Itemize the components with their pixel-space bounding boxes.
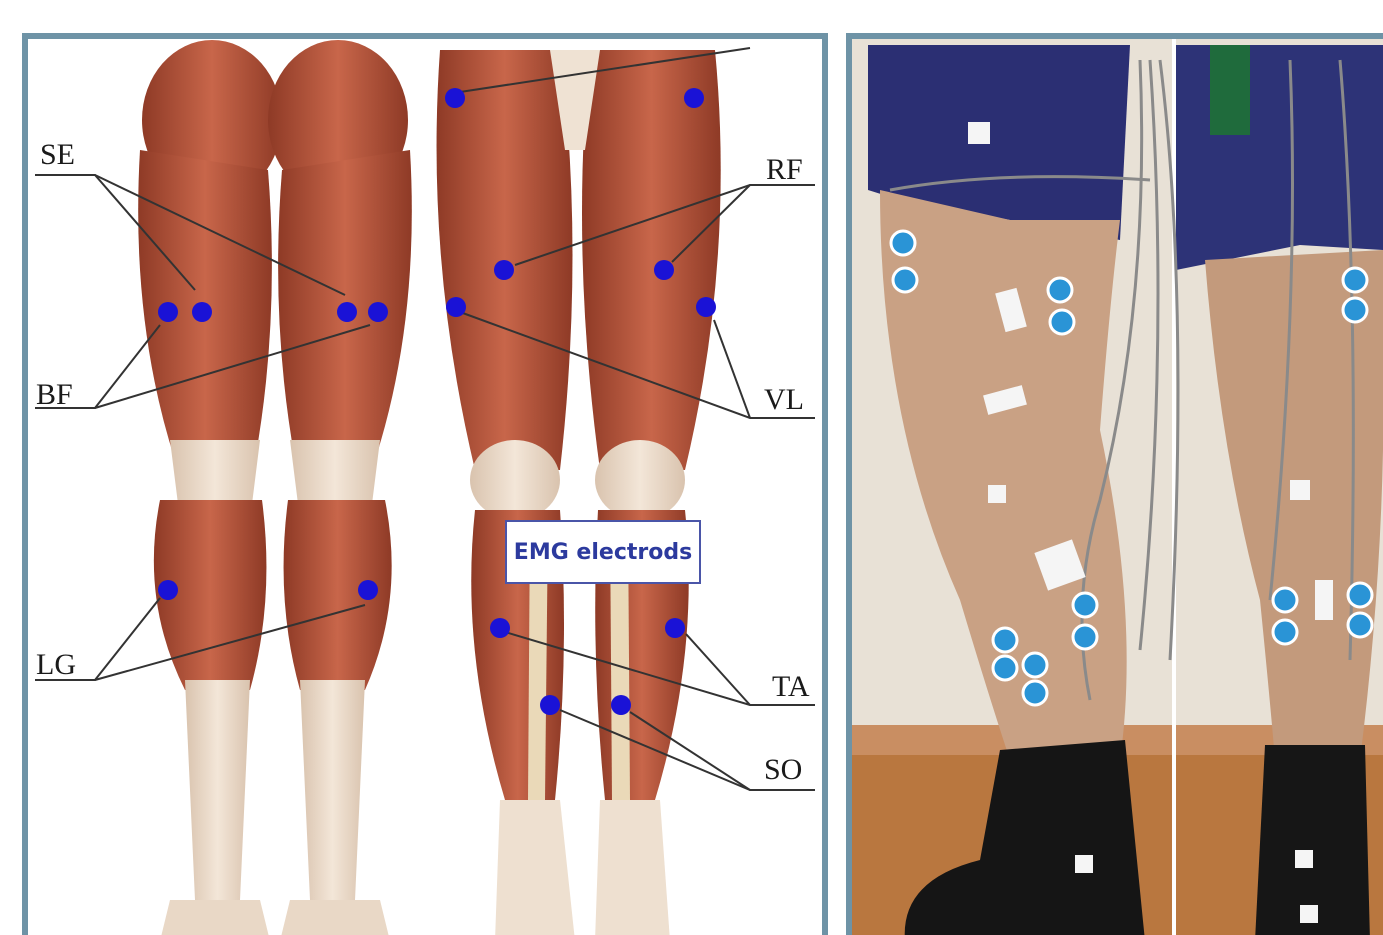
- electrode-dot: [696, 297, 716, 317]
- electrode-dot: [494, 260, 514, 280]
- patella-left: [470, 440, 560, 520]
- electrode-dot: [158, 302, 178, 322]
- quadriceps-left: [437, 50, 573, 470]
- electrode-dot: [684, 88, 704, 108]
- electrode-dot: [665, 618, 685, 638]
- patella-right: [595, 440, 685, 520]
- electrode-dot: [337, 302, 357, 322]
- label-so: SO: [764, 755, 802, 785]
- electrode-dot: [445, 88, 465, 108]
- achilles-left: [185, 680, 250, 900]
- quadriceps-right: [582, 50, 721, 470]
- electrode-dot: [368, 302, 388, 322]
- muscle-anatomy-panel: [22, 33, 828, 935]
- label-rf: RF: [766, 155, 803, 185]
- electrode-photo-panel: [846, 33, 1383, 935]
- label-lg: LG: [36, 650, 76, 680]
- emg-electrodes-callout: EMG electrods: [505, 520, 701, 584]
- muscle-illustration: [28, 39, 822, 935]
- label-bf: BF: [36, 380, 73, 410]
- achilles-right: [300, 680, 365, 900]
- electrode-dot: [358, 580, 378, 600]
- electrode-dot: [611, 695, 631, 715]
- electrode-dot: [654, 260, 674, 280]
- electrode-dot: [446, 297, 466, 317]
- electrode-dot: [540, 695, 560, 715]
- label-se: SE: [40, 140, 75, 170]
- electrode-photo: [852, 39, 1383, 935]
- label-ta: TA: [772, 672, 810, 702]
- posterior-view: [138, 40, 412, 935]
- anterior-view: [437, 50, 721, 935]
- electrode-dot: [490, 618, 510, 638]
- electrode-dot: [158, 580, 178, 600]
- electrode-dot: [192, 302, 212, 322]
- label-vl: VL: [764, 385, 804, 415]
